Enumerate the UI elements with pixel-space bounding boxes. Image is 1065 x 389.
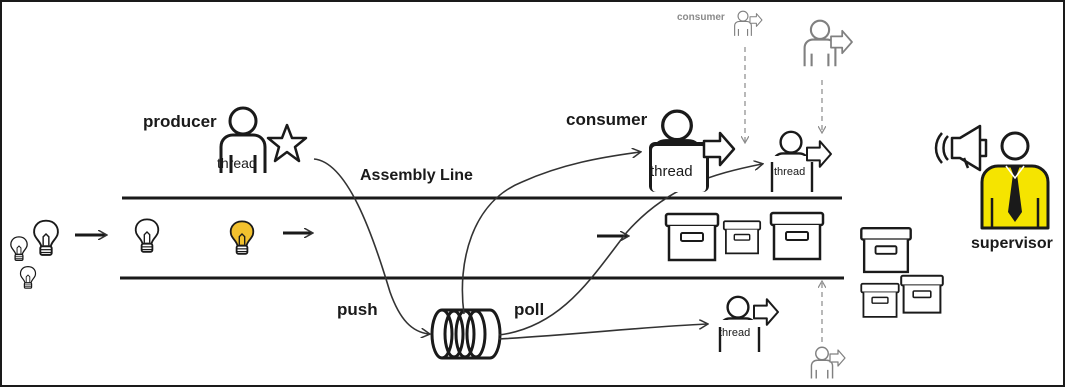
producer-figure: thread (217, 106, 308, 175)
cardboard-box-icon (769, 211, 825, 261)
consumer-upper-thread-label: thread (774, 166, 805, 178)
consumer-main-thread-label: thread (650, 163, 693, 180)
light-bulb-icon (229, 220, 255, 255)
push-arrow (313, 158, 429, 334)
producer-label: producer (143, 112, 217, 131)
poll-arrow-to-lower-consumer (498, 324, 707, 340)
waiting-consumer-figure (810, 346, 846, 380)
waiting-consumer-figure (734, 10, 763, 37)
queue-cylinder-icon (430, 308, 502, 360)
light-bulb-icon (10, 236, 28, 261)
poll-arrow-to-upper-consumer (498, 164, 762, 336)
poll-label: poll (514, 300, 544, 319)
assembly-line-label: Assembly Line (360, 167, 473, 184)
waiting-consumer-figure (803, 19, 853, 68)
cardboard-box-icon (900, 274, 944, 314)
consumer-lower-thread-label: thread (719, 327, 750, 339)
consumer-small-label: consumer (677, 12, 725, 23)
poll-arrow-to-main-consumer (461, 152, 640, 315)
consumer-main-figure: thread (649, 109, 736, 192)
cardboard-box-icon (860, 282, 900, 318)
light-bulb-icon (19, 266, 37, 289)
light-bulb-icon (33, 219, 59, 256)
star-icon (266, 123, 308, 163)
consumer-main-label: consumer (566, 110, 648, 129)
megaphone-icon (934, 124, 988, 172)
supervisor-label: supervisor (971, 235, 1053, 252)
light-bulb-icon (134, 218, 160, 253)
producer-thread-label: thread (217, 155, 257, 171)
supervisor-figure (980, 131, 1050, 230)
cardboard-box-icon (664, 212, 720, 262)
consumer-lower-figure: thread (718, 295, 780, 352)
tie-icon (1008, 166, 1022, 222)
cardboard-box-icon (722, 220, 762, 255)
cardboard-box-icon (860, 227, 912, 274)
consumer-upper-figure: thread (770, 130, 833, 192)
push-label: push (337, 300, 378, 319)
